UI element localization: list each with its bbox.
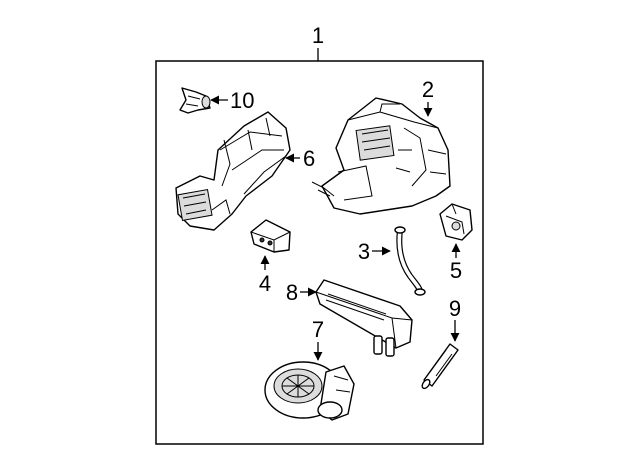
resistor-block-icon[interactable] xyxy=(250,219,291,253)
callout-10[interactable]: 10 xyxy=(230,88,254,113)
callout-2[interactable]: 2 xyxy=(422,77,434,102)
callout-1[interactable]: 1 xyxy=(312,23,324,48)
duct-adapter-icon[interactable] xyxy=(179,87,211,114)
heater-core-icon[interactable] xyxy=(315,279,413,357)
hvac-case-icon[interactable] xyxy=(311,97,451,215)
callout-3[interactable]: 3 xyxy=(358,239,370,264)
callout-4[interactable]: 4 xyxy=(259,271,271,296)
callout-9[interactable]: 9 xyxy=(449,296,461,321)
drain-hose-icon[interactable] xyxy=(394,226,426,296)
callout-6[interactable]: 6 xyxy=(303,146,315,171)
temperature-sensor-icon[interactable] xyxy=(421,343,459,390)
assembly-frame xyxy=(155,48,484,445)
callout-5[interactable]: 5 xyxy=(450,258,462,283)
blower-housing-icon[interactable] xyxy=(175,111,291,231)
actuator-icon[interactable] xyxy=(439,203,473,241)
callout-8[interactable]: 8 xyxy=(286,280,298,305)
blower-motor-icon[interactable] xyxy=(264,361,355,421)
callout-7[interactable]: 7 xyxy=(312,317,324,342)
